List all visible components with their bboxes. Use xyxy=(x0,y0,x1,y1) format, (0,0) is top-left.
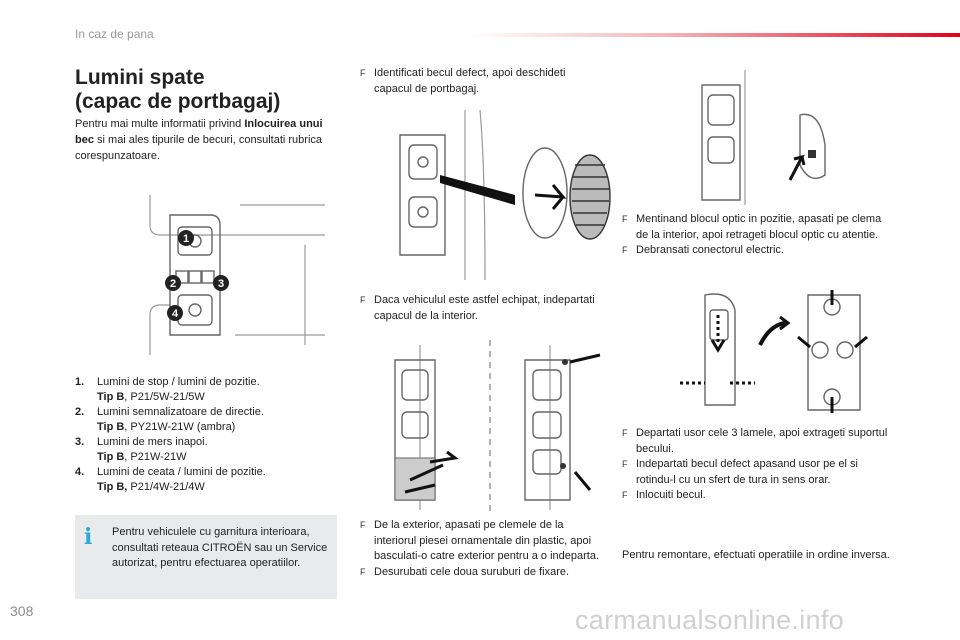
callout-2-label: 2 xyxy=(170,278,176,290)
part-name: Lumini semnalizatoare de directie. xyxy=(97,406,264,418)
tail-light-diagram: 1 2 3 4 xyxy=(149,195,325,355)
step-text: Inlocuiti becul. xyxy=(636,489,706,501)
trunk-cover-diagram xyxy=(399,109,611,281)
part-tip-value: , P21W-21W xyxy=(124,451,187,463)
step-text: Daca vehiculul este astfel echipat, inde… xyxy=(374,294,595,322)
step-bullet: F xyxy=(360,68,366,78)
part-tip-label: Tip B xyxy=(97,421,125,433)
intro-prefix: Pentru mai multe informatii privind xyxy=(75,118,245,130)
part-tip-value: P21/4W-21/4W xyxy=(127,481,205,493)
step-bullet: F xyxy=(622,214,628,224)
part-number: 2. xyxy=(75,406,85,418)
callout-3: 3 xyxy=(213,275,229,291)
step-remove-trim: F De la exterior, apasati pe clemele de l… xyxy=(360,518,610,580)
part-tip-label: Tip B xyxy=(97,391,125,403)
step-text: De la exterior, apasati pe clemele de la… xyxy=(374,519,600,562)
page-title-line2: (capac de portbagaj) xyxy=(75,90,281,113)
step-open-trunk: F Identificati becul defect, apoi deschid… xyxy=(360,66,610,97)
watermark: carmanualsonline.info xyxy=(575,605,844,635)
header-accent-bar xyxy=(470,33,960,37)
part-item: 1. Lumini de stop / lumini de pozitie. Ti… xyxy=(75,375,337,405)
step-remove-inner-cover: F Daca vehiculul este astfel echipat, ind… xyxy=(360,293,610,324)
step-text: Departati usor cele 3 lamele, apoi extra… xyxy=(636,427,888,455)
step-bullet: F xyxy=(622,245,628,255)
callout-4-label: 4 xyxy=(172,308,179,320)
intro-suffix: si mai ales tipurile de becuri, consulta… xyxy=(75,134,323,162)
part-tip-value: , P21/5W-21/5W xyxy=(124,391,205,403)
step-replace-bulb: F Departati usor cele 3 lamele, apoi extr… xyxy=(622,426,912,504)
page-title: Lumini spate (capac de portbagaj) xyxy=(75,66,280,114)
part-tip-value: , PY21W-21W (ambra) xyxy=(124,421,236,433)
part-name: Lumini de ceata / lumini de pozitie. xyxy=(97,466,266,478)
bulb-holder-diagram xyxy=(680,290,868,413)
light-unit-removal-diagram xyxy=(701,70,826,205)
closing-note: Pentru remontare, efectuati operatiile i… xyxy=(622,549,890,561)
part-item: 2. Lumini semnalizatoare de directie. Tip… xyxy=(75,405,337,435)
callout-4: 4 xyxy=(167,305,183,321)
intro-paragraph: Pentru mai multe informatii privind Inlo… xyxy=(75,116,337,164)
part-number: 1. xyxy=(75,376,85,388)
step-bullet: F xyxy=(622,459,628,469)
part-tip-label: Tip B, xyxy=(97,481,128,493)
page-title-line1: Lumini spate xyxy=(75,66,205,89)
trim-clips-diagram xyxy=(394,340,601,512)
step-bullet: F xyxy=(622,428,628,438)
step-text: Indepartati becul defect apasand usor pe… xyxy=(636,458,858,486)
step-text: Debransati conectorul electric. xyxy=(636,244,784,256)
part-name: Lumini de stop / lumini de pozitie. xyxy=(97,376,260,388)
bulb-parts-list: 1. Lumini de stop / lumini de pozitie. Ti… xyxy=(75,375,337,495)
step-bullet: F xyxy=(360,520,366,530)
page-number: 308 xyxy=(10,603,34,619)
step-bullet: F xyxy=(360,566,366,577)
callout-1: 1 xyxy=(178,230,194,246)
callout-1-label: 1 xyxy=(183,233,189,245)
part-name: Lumini de mers inapoi. xyxy=(97,436,208,448)
step-bullet: F xyxy=(622,490,628,500)
part-tip-label: Tip B xyxy=(97,451,125,463)
info-icon: i xyxy=(84,524,93,550)
step-text: Desurubati cele doua suruburi de fixare. xyxy=(374,565,570,578)
part-item: 3. Lumini de mers inapoi. Tip B, P21W-21W xyxy=(75,435,337,465)
callout-3-label: 3 xyxy=(218,278,224,290)
section-label: In caz de pana xyxy=(75,27,154,41)
callout-2: 2 xyxy=(165,275,181,291)
info-box xyxy=(75,515,337,599)
part-item: 4. Lumini de ceata / lumini de pozitie. T… xyxy=(75,465,337,495)
step-text: Mentinand blocul optic in pozitie, apasa… xyxy=(636,213,882,241)
step-text: Identificati becul defect, apoi deschide… xyxy=(374,67,566,95)
part-number: 3. xyxy=(75,436,85,448)
info-text: Pentru vehiculele cu garnitura interioar… xyxy=(112,526,328,569)
step-remove-light-unit: F Mentinand blocul optic in pozitie, apas… xyxy=(622,212,912,259)
intro-bold: Inlocuirea unui bec xyxy=(75,118,323,146)
step-bullet: F xyxy=(360,295,366,305)
part-number: 4. xyxy=(75,466,85,478)
